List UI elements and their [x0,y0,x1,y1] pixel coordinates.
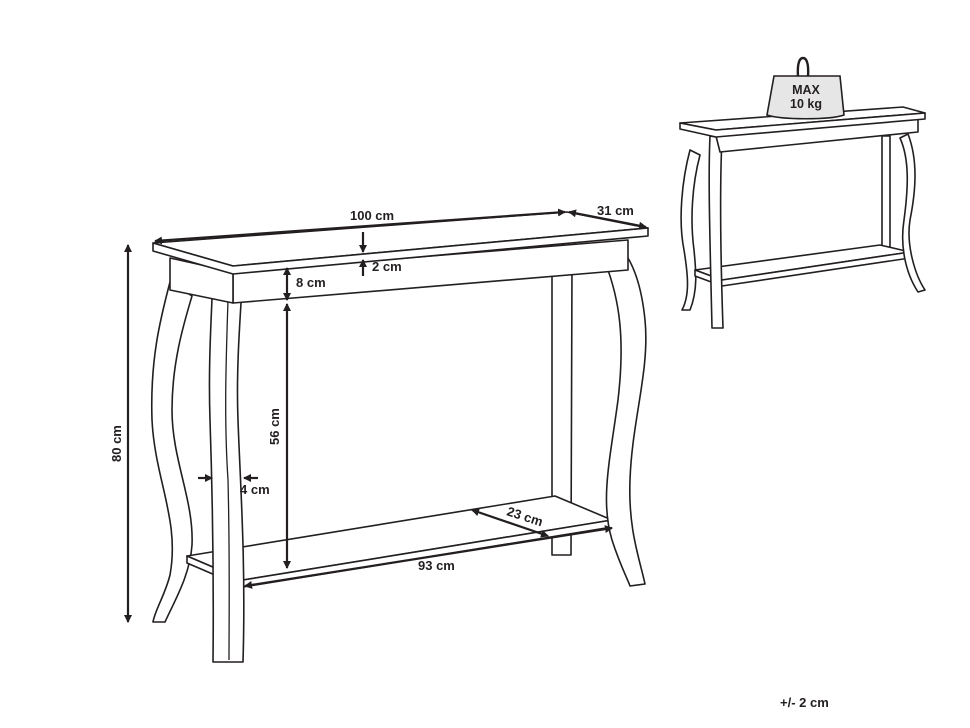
load-capacity-illustration: MAX 10 kg [679,56,926,329]
total-height-label: 80 cm [109,425,124,462]
weight-handle [796,56,810,78]
depth-label: 31 cm [597,203,634,218]
shelf-depth-dimension-line [471,508,549,538]
shelf-width-dimension-line [244,525,613,589]
tolerance-note: +/- 2 cm [780,695,829,710]
clearance-height-label: 56 cm [267,408,282,445]
weight-value-label: 10 kg [790,97,822,111]
main-table-drawing [150,211,649,663]
top-thickness-label: 2 cm [372,259,402,274]
weight-max-label: MAX [792,83,820,97]
front-right-leg [604,257,647,587]
width-label: 100 cm [350,208,394,223]
width-dimension-line [154,208,566,245]
back-left-leg [150,281,193,623]
depth-dimension-line [568,209,647,230]
dimension-lines [124,208,647,623]
apron-height-label: 8 cm [296,275,326,290]
shelf-width-label: 93 cm [418,558,455,573]
weight-icon [766,75,845,120]
leg-width-label: 4 cm [240,482,270,497]
